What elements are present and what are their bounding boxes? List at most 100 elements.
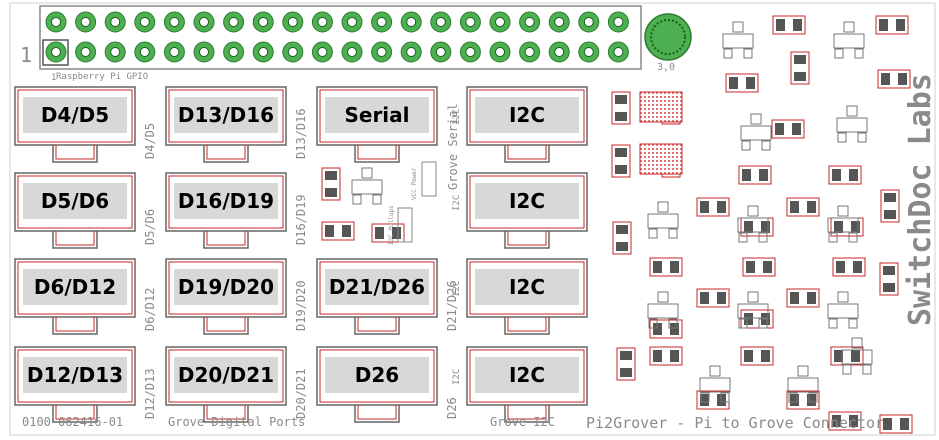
resistor-pad: [615, 165, 627, 174]
transistor-pad: [834, 48, 844, 59]
resistor-pad: [883, 266, 895, 275]
connector-tab-inner: [206, 145, 246, 160]
connector-body: [165, 346, 287, 406]
smd-resistor: [696, 288, 730, 308]
connector-label: D12/D13: [27, 363, 123, 387]
gpio-pad-hole: [51, 47, 61, 57]
connector-tab: [52, 405, 98, 423]
resistor-outline: [321, 167, 341, 201]
smd-resistor: [786, 197, 820, 217]
connector-body: [316, 86, 438, 146]
resistor-pad: [792, 123, 801, 135]
gpio-pad-hole: [287, 17, 298, 27]
smd-resistor: [738, 165, 772, 185]
smd-resistor: [649, 346, 683, 366]
hole-label: 3,0: [657, 62, 675, 73]
resistor-pad: [832, 169, 841, 181]
resistor-outline: [790, 51, 810, 85]
resistor-outline: [725, 73, 759, 93]
transistor-pad: [854, 48, 864, 59]
gpio-pad-hole: [347, 47, 357, 57]
connector-inner: [17, 261, 133, 315]
connector-tab: [203, 145, 249, 163]
connector-body: [14, 172, 136, 232]
vcc-power-caption: VCC Power: [411, 167, 418, 200]
connector-tab-inner: [507, 405, 547, 420]
resistor-pad: [793, 19, 802, 31]
connector-tab-inner: [507, 145, 547, 160]
smd-resistor: [832, 257, 866, 277]
resistor-pad: [700, 201, 709, 213]
gpio-pad-hole: [554, 47, 565, 57]
connector-tab: [203, 405, 249, 423]
connector-side-label: D6/D12: [143, 288, 157, 331]
connector-side-label: I2C: [452, 281, 462, 297]
resistor-outline: [828, 165, 862, 185]
connector-side-label: I2C: [452, 195, 462, 211]
gpio-pad-hole: [613, 47, 624, 57]
smd-resistor: [725, 73, 759, 93]
gpio-pad-hole: [258, 47, 269, 57]
transistor-pad: [700, 392, 710, 403]
i2c-ports-caption: Grove I2C: [490, 415, 555, 429]
resistor-outline: [877, 69, 911, 89]
connector-side-label: D19/D20: [294, 280, 308, 331]
smd-resistor: [875, 15, 909, 35]
resistor-outline: [371, 223, 405, 243]
connector-label-plate: [174, 97, 278, 133]
gpio-pad-hole: [80, 17, 91, 27]
sot23-transistor: [647, 201, 679, 239]
resistor-pad: [849, 169, 858, 181]
connector-body: [316, 346, 438, 406]
connector-label: I2C: [509, 275, 545, 299]
connector-label: D21/D26: [329, 275, 425, 299]
connector-inner: [469, 349, 585, 403]
resistor-pad: [761, 221, 770, 233]
connector-inner: [168, 261, 284, 315]
resistor-pad: [790, 201, 799, 213]
connector-side-label: D5/D6: [143, 209, 157, 245]
transistor-pad: [788, 392, 798, 403]
smd-resistor: [742, 257, 776, 277]
resistor-pad: [900, 418, 909, 430]
resistor-pad: [615, 112, 627, 121]
connector-inner: [469, 261, 585, 315]
gpio-pad-hole: [169, 47, 180, 57]
gpio-pad-hole: [317, 47, 328, 57]
connector-side-label: D16/D19: [294, 194, 308, 245]
resistor-pad: [620, 351, 632, 360]
gpio-pad-hole: [524, 17, 535, 27]
resistor-outline: [880, 189, 900, 223]
gpio-pad-hole: [495, 17, 505, 27]
transistor-pad: [723, 48, 733, 59]
resistor-outline: [786, 390, 820, 410]
connector-label: D4/D5: [41, 103, 109, 127]
resistor-pad: [746, 261, 755, 273]
resistor-pad: [325, 171, 337, 180]
connector-tab: [504, 231, 550, 249]
gpio-caption: Raspberry Pi GPIO: [56, 72, 148, 82]
transistor-pad: [842, 364, 852, 375]
resistor-pad: [744, 313, 753, 325]
connector-label-plate: [23, 97, 127, 133]
resistor-pad: [746, 77, 755, 89]
gpio-pad-hole: [139, 17, 150, 27]
connector-tab: [504, 317, 550, 335]
connector-tab-inner: [55, 145, 95, 160]
connector-label-plate: [475, 183, 579, 219]
connector-inner: [469, 175, 585, 229]
resistor-pad: [616, 242, 628, 251]
resistor-outline: [879, 262, 899, 296]
connector-inner: [319, 261, 435, 315]
resistor-pad: [717, 292, 726, 304]
board-outline: [9, 2, 936, 436]
pin-one-mark: 1: [51, 73, 56, 83]
connector-side-label: D4/D5: [143, 123, 157, 159]
connector-tab-inner: [357, 317, 397, 332]
center-components: [321, 161, 437, 243]
transistor-body: [740, 125, 772, 141]
connector-label-plate: [325, 97, 429, 133]
gpio-pad-hole: [583, 47, 594, 57]
